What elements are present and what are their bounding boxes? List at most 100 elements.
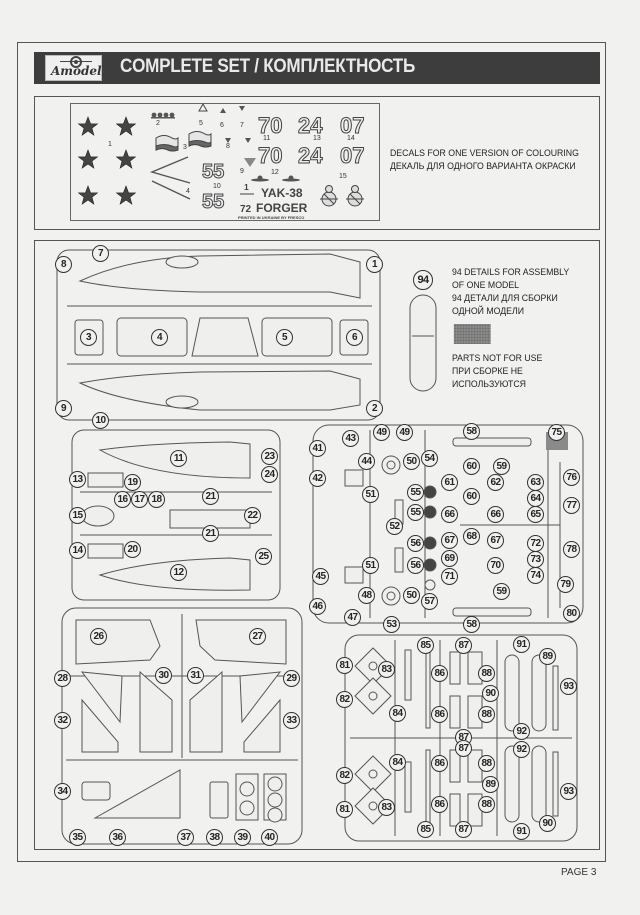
part-badge: 66 [441,506,458,523]
part-badge: 25 [255,548,272,565]
part-badge: 84 [389,754,406,771]
unused-parts-ru-1: ПРИ СБОРКЕ НЕ [452,366,523,377]
part-badge: 32 [54,712,71,729]
fuselage-half-right [78,370,361,411]
brand-name: Amodel [51,64,102,78]
part-badge: 77 [563,497,580,514]
part-badge: 47 [344,609,361,626]
part-badge: 86 [431,706,448,723]
seat-cushion-part [81,781,111,801]
part-badge: 61 [441,474,458,491]
unused-parts-ru-2: ИСПОЛЬЗУЮТСЯ [452,379,526,390]
sprue-frame-detail [312,424,584,624]
sprue-section [34,240,600,850]
part-badge: 58 [463,616,480,633]
part-badge: 9 [55,400,72,417]
unused-parts-en: PARTS NOT FOR USE [452,353,543,364]
part-badge: 50 [403,587,420,604]
aircraft-silhouette-decals [251,175,300,182]
page-frame [17,42,606,862]
part-badge: 36 [109,829,126,846]
svg-text:4: 4 [186,188,190,195]
part-badge: 68 [463,528,480,545]
part-badge: 81 [336,801,353,818]
svg-text:13: 13 [313,135,321,142]
part-badge: 60 [463,488,480,505]
part-badge: 64 [527,490,544,507]
naval-aviation-emblems [320,185,364,207]
part-badge: 21 [202,488,219,505]
svg-text:7: 7 [240,122,244,129]
svg-text:3: 3 [183,144,187,151]
intake-part [165,395,199,409]
side-number-55: 55 [202,191,224,213]
part-badge: 56 [407,535,424,552]
part-badge: 24 [261,466,278,483]
details-count-ru-2: ОДНОЙ МОДЕЛИ [452,306,525,317]
svg-text:11: 11 [263,135,270,142]
part-badge: 19 [124,474,141,491]
part-badge: 31 [187,667,204,684]
part-badge: 22 [244,507,261,524]
part-badge: 80 [563,605,580,622]
part-badge: 49 [373,424,390,441]
part-badge: 40 [261,829,278,846]
part-badge: 71 [441,568,458,585]
part-badge: 92 [513,723,530,740]
svg-text:5: 5 [199,120,203,127]
part-badge: 42 [309,470,326,487]
part-badge: 21 [202,525,219,542]
part-badge: 93 [560,783,577,800]
part-badge: 83 [378,799,395,816]
part-badge: 51 [362,557,379,574]
part-badge: 88 [478,665,495,682]
part-badge: 79 [557,576,574,593]
part-badge: 67 [487,532,504,549]
sprue-parts [74,253,561,831]
part-badge: 87 [455,740,472,757]
part-badge: 16 [114,491,131,508]
part-badge: 83 [378,661,395,678]
model-name: YAK-38 [261,186,303,200]
part-badge: 78 [563,541,580,558]
part-badge: 92 [513,741,530,758]
part-badge: 76 [563,469,580,486]
part-badge: 39 [234,829,251,846]
nato-name: FORGER [256,201,308,215]
part-badge: 56 [407,557,424,574]
decal-section [34,96,600,230]
part-badge: 87 [455,637,472,654]
part-badge: 28 [54,670,71,687]
part-badge: 53 [383,616,400,633]
part-badge: 38 [206,829,223,846]
decal-note: DECALS FOR ONE VERSION OF COLOURING ДЕКА… [390,147,579,173]
part-badge: 82 [336,691,353,708]
part-badge: 20 [124,541,141,558]
part-badge: 10 [92,412,109,429]
part-badge: 54 [421,450,438,467]
svg-text:9: 9 [240,168,244,175]
part-badge: 85 [417,821,434,838]
page-number: PAGE 3 [561,867,597,878]
propeller-icon [70,56,82,68]
scale-numerator: 1 [244,182,249,192]
decal-sheet [70,103,380,221]
part-badge: 87 [455,821,472,838]
part-badge: 72 [527,535,544,552]
part-badge: 49 [396,424,413,441]
part-badge: 69 [441,550,458,567]
part-badge: 33 [283,712,300,729]
part-badge: 26 [90,628,107,645]
part-badge: 89 [539,648,556,665]
decal-note-en: DECALS FOR ONE VERSION OF COLOURING [390,148,579,159]
tail-number-07: 07 [340,143,364,168]
part-badge: 50 [403,453,420,470]
intake-part [165,255,199,269]
details-count-en-1: 94 DETAILS FOR ASSEMBLY [452,267,570,278]
chevron-stripe-decals [149,156,191,200]
part-badge: 75 [548,424,565,441]
part-badge: 7 [92,245,109,262]
part-badge: 86 [431,665,448,682]
part-badge: 59 [493,458,510,475]
